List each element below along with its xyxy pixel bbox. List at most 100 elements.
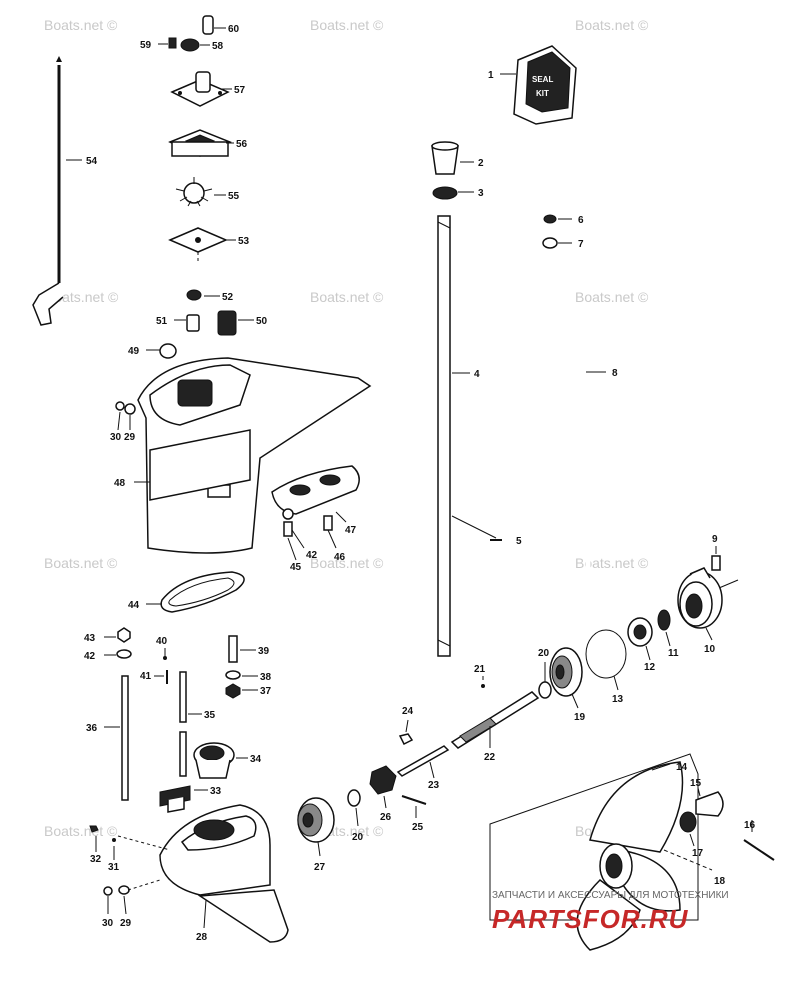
- callout-20: 20: [538, 648, 550, 659]
- callout-13: 13: [612, 694, 624, 705]
- watermark: Boats.net ©: [44, 555, 118, 571]
- callout-11: 11: [668, 648, 679, 659]
- clutch-26: 26: [369, 765, 397, 823]
- callout-42: 42: [306, 550, 318, 561]
- small-fasteners-left: 43 42 40 41: [84, 627, 168, 684]
- watermarks: Boats.net © Boats.net © Boats.net © Boat…: [44, 17, 649, 839]
- callout-29: 29: [120, 918, 132, 929]
- callout-41: 41: [140, 671, 152, 682]
- callout-56: 56: [236, 139, 248, 150]
- callout-19: 19: [574, 712, 586, 723]
- callout-31: 31: [108, 862, 120, 873]
- propeller-14: 14 15 17 16 18: [489, 753, 775, 951]
- callout-45: 45: [290, 562, 302, 573]
- callout-43: 43: [84, 633, 96, 644]
- forward-gear-19: 19 20: [538, 647, 586, 723]
- watermark: Boats.net ©: [575, 555, 649, 571]
- callout-52: 52: [222, 292, 234, 303]
- callout-30: 30: [102, 918, 114, 929]
- shift-parts-23-25: 23 24 25: [396, 706, 450, 833]
- callout-59: 59: [140, 40, 152, 51]
- callout-36: 36: [86, 723, 98, 734]
- callout-4: 4: [474, 369, 480, 380]
- bearing-carrier-10: 9 10: [677, 534, 739, 655]
- callout-17: 17: [692, 848, 704, 859]
- callout-38: 38: [260, 672, 272, 683]
- callout-37: 37: [260, 686, 272, 697]
- drive-shaft-4: 4 5 2 3: [431, 141, 522, 657]
- callout-58: 58: [212, 41, 224, 52]
- callout-23: 23: [428, 780, 440, 791]
- callout-21: 21: [474, 664, 486, 675]
- callout-1: 1: [488, 70, 494, 81]
- watermark: Boats.net ©: [310, 17, 384, 33]
- gearcase-28: 28: [159, 804, 289, 943]
- reverse-gear-27: 20 27: [297, 789, 364, 873]
- callout-27: 27: [314, 862, 326, 873]
- callout-33: 33: [210, 786, 222, 797]
- callout-14: 14: [676, 762, 688, 773]
- shift-rod-8: 6 7 8: [541, 214, 618, 570]
- callout-32: 32: [90, 854, 102, 865]
- callout-42: 42: [84, 651, 96, 662]
- stack-37-39: 39 38 37: [225, 635, 272, 699]
- callout-22: 22: [484, 752, 496, 763]
- seal-kit-1: SEAL KIT 1: [488, 45, 577, 125]
- watermark: Boats.net ©: [44, 17, 118, 33]
- callout-25: 25: [412, 822, 424, 833]
- prop-shaft-22: 21 22: [450, 664, 540, 763]
- callout-12: 12: [644, 662, 656, 673]
- callout-34: 34: [250, 754, 262, 765]
- callout-5: 5: [516, 536, 522, 547]
- callout-44: 44: [128, 600, 140, 611]
- water-pump-stack: 60 59 58 57 56 55 53: [128, 15, 268, 359]
- callout-6: 6: [578, 215, 584, 226]
- fasteners-bottom-left: 32 31 30 29: [89, 825, 171, 929]
- callout-7: 7: [578, 239, 584, 250]
- watermark: Boats.net ©: [44, 823, 118, 839]
- anode-47: 47 42 45 46: [271, 465, 360, 573]
- callout-35: 35: [204, 710, 216, 721]
- stud-35: 35: [179, 671, 216, 777]
- callout-30: 30: [110, 432, 122, 443]
- watermark: Boats.net ©: [45, 289, 119, 305]
- bearing-34: 34: [193, 742, 262, 779]
- callout-40: 40: [156, 636, 168, 647]
- callout-29: 29: [124, 432, 136, 443]
- gear-housing-48: 48 30 29: [110, 357, 372, 554]
- callout-51: 51: [156, 316, 168, 327]
- callout-8: 8: [612, 368, 618, 379]
- brand-logo: ЗАПЧАСТИ И АКСЕССУАРЫ ДЛЯ МОТОТЕХНИКИ PA…: [492, 890, 729, 934]
- callout-57: 57: [234, 85, 246, 96]
- shift-rod-54: 54: [32, 56, 98, 326]
- watermark: Boats.net ©: [310, 289, 384, 305]
- gasket-44: 44: [128, 571, 245, 613]
- callout-2: 2: [478, 158, 484, 169]
- callout-46: 46: [334, 552, 346, 563]
- callout-9: 9: [712, 534, 718, 545]
- callout-15: 15: [690, 778, 702, 789]
- callout-53: 53: [238, 236, 250, 247]
- watermark: Boats.net ©: [575, 289, 649, 305]
- clip-33: 33: [159, 785, 222, 813]
- brand-name: PARTSFOR.RU: [492, 904, 689, 934]
- stud-36: 36: [86, 675, 129, 801]
- seal-kit-line2: KIT: [536, 89, 549, 98]
- brand-tagline: ЗАПЧАСТИ И АКСЕССУАРЫ ДЛЯ МОТОТЕХНИКИ: [492, 890, 729, 901]
- callout-49: 49: [128, 346, 140, 357]
- callout-48: 48: [114, 478, 126, 489]
- callout-60: 60: [228, 24, 240, 35]
- watermark: Boats.net ©: [310, 555, 384, 571]
- callout-18: 18: [714, 876, 726, 887]
- callout-10: 10: [704, 644, 716, 655]
- callout-55: 55: [228, 191, 240, 202]
- seal-kit-line1: SEAL: [532, 75, 553, 84]
- callout-54: 54: [86, 156, 98, 167]
- seals-11-13: 11 12 13: [585, 609, 679, 705]
- callout-47: 47: [345, 525, 357, 536]
- callout-26: 26: [380, 812, 392, 823]
- callout-50: 50: [256, 316, 268, 327]
- callout-39: 39: [258, 646, 270, 657]
- callout-20: 20: [352, 832, 364, 843]
